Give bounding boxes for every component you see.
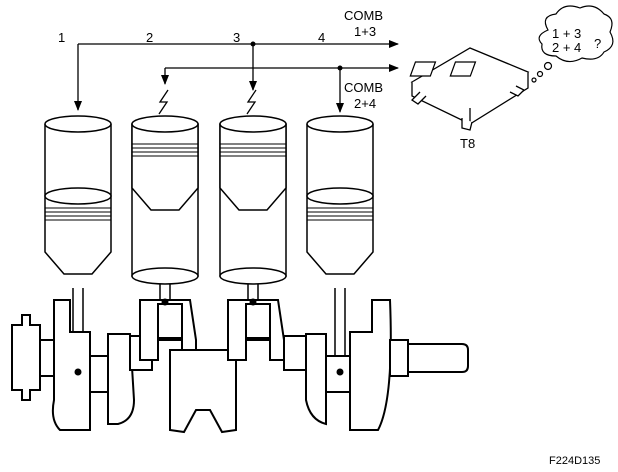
- cylinder-2-label: 2: [146, 30, 153, 45]
- comb-2-4-cylinders: 2+4: [354, 96, 376, 111]
- signal-lines: [74, 40, 399, 113]
- cylinder-1: [44, 115, 112, 275]
- junction-dot: [337, 65, 343, 71]
- cylinder-3-label: 3: [233, 30, 240, 45]
- ecu-label: T8: [460, 136, 475, 151]
- crankshaft: [11, 299, 469, 434]
- junction-dot: [250, 41, 256, 47]
- crank-pin-1-dot: [74, 368, 82, 376]
- cylinder-1-label: 1: [58, 30, 65, 45]
- crank-pin-4-dot: [336, 368, 344, 376]
- crank-pin-3-dot: [249, 298, 257, 306]
- bubble-line-1: 1 + 3: [552, 26, 581, 41]
- figure-code: F224D135: [549, 455, 600, 467]
- comb-2-4-title: COMB: [344, 80, 383, 95]
- comb-1-3-title: COMB: [344, 8, 383, 23]
- lightning-bolt-icon: [246, 89, 257, 115]
- crank-pin-2-dot: [161, 298, 169, 306]
- ecu-module: [409, 47, 530, 131]
- cylinder-3: [219, 115, 287, 285]
- cylinder-4-label: 4: [318, 30, 325, 45]
- bubble-question-mark: ?: [594, 36, 601, 51]
- cylinder-4: [306, 115, 374, 275]
- bubble-line-2: 2 + 4: [552, 40, 581, 55]
- comb-1-3-cylinders: 1+3: [354, 24, 376, 39]
- lightning-bolt-icon: [158, 89, 169, 115]
- thought-bubble: [531, 5, 614, 83]
- cylinder-2: [131, 115, 199, 285]
